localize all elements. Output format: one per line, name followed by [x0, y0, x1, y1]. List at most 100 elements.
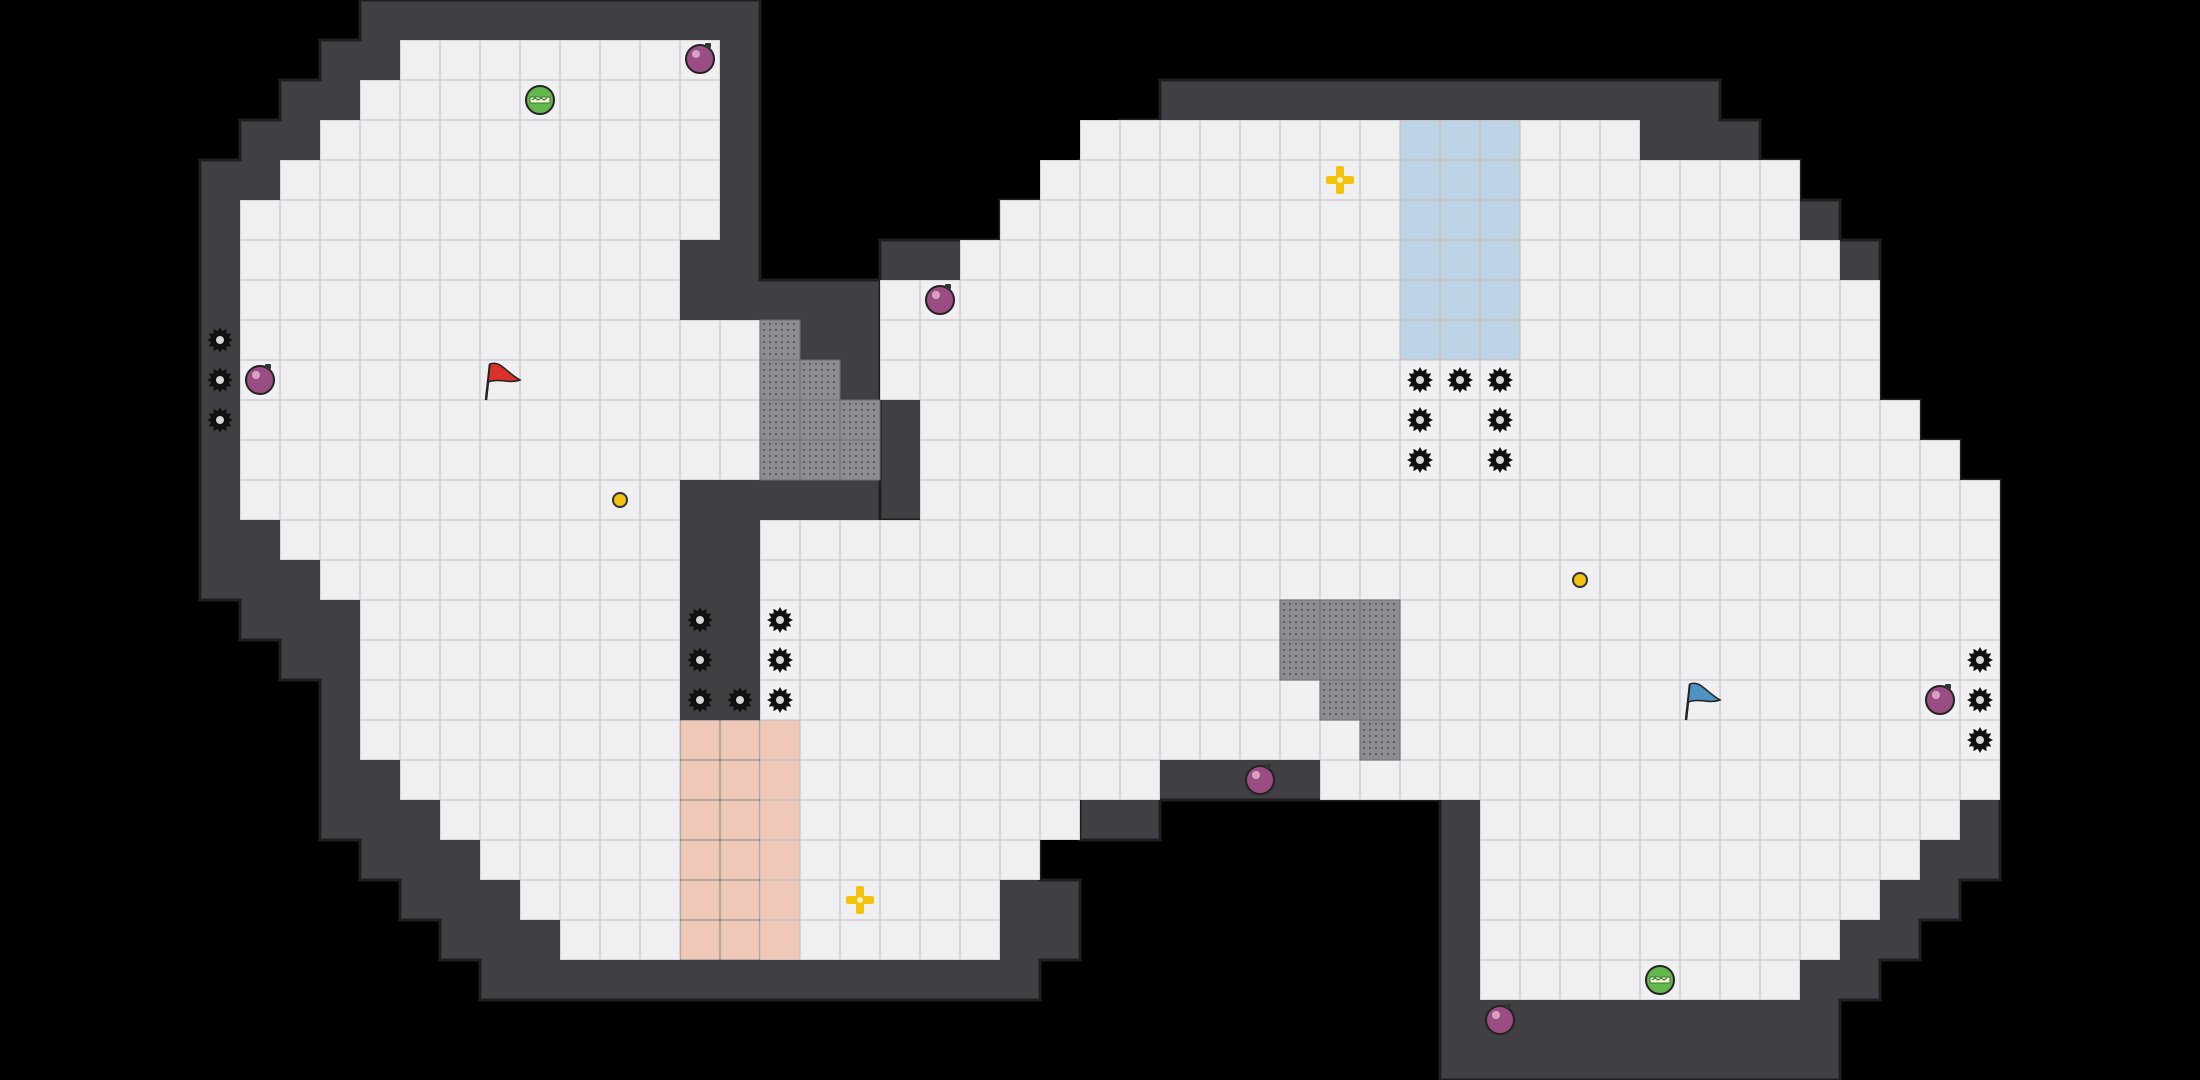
floor-tile — [1600, 240, 1640, 280]
floor-tile — [1440, 720, 1480, 760]
floor-tile — [640, 920, 680, 960]
gate-tile — [1319, 639, 1361, 681]
floor-tile — [1640, 760, 1680, 800]
floor-tile — [840, 600, 880, 640]
floor-tile — [1120, 560, 1160, 600]
floor-tile — [560, 920, 600, 960]
floor-tile — [480, 480, 520, 520]
floor-tile — [1640, 480, 1680, 520]
blue-end-zone-tile — [1480, 240, 1520, 280]
floor-tile — [920, 520, 960, 560]
floor-tile — [1720, 200, 1760, 240]
floor-tile — [1840, 560, 1880, 600]
floor-tile — [1880, 840, 1920, 880]
spike-icon — [1407, 447, 1433, 473]
floor-tile — [320, 520, 360, 560]
floor-tile — [1680, 320, 1720, 360]
floor-tile — [600, 280, 640, 320]
floor-tile — [1520, 200, 1560, 240]
blue-end-zone-tile — [1480, 120, 1520, 160]
floor-tile — [1840, 480, 1880, 520]
floor-tile — [920, 760, 960, 800]
floor-tile — [1280, 720, 1320, 760]
floor-tile — [1520, 320, 1560, 360]
floor-tile — [360, 440, 400, 480]
speed-boost-icon — [1645, 965, 1675, 995]
floor-tile — [320, 160, 360, 200]
floor-tile — [440, 640, 480, 680]
floor-tile — [400, 560, 440, 600]
floor-tile — [1760, 280, 1800, 320]
floor-tile — [1280, 520, 1320, 560]
floor-tile — [1760, 960, 1800, 1000]
floor-tile — [1080, 400, 1120, 440]
floor-tile — [1080, 520, 1120, 560]
floor-tile — [440, 680, 480, 720]
floor-tile — [640, 280, 680, 320]
floor-tile — [440, 280, 480, 320]
floor-tile — [440, 560, 480, 600]
floor-tile — [1280, 240, 1320, 280]
floor-tile — [1800, 600, 1840, 640]
floor-tile — [400, 480, 440, 520]
floor-tile — [280, 360, 320, 400]
floor-tile — [560, 280, 600, 320]
floor-tile — [1240, 360, 1280, 400]
floor-tile — [1680, 640, 1720, 680]
floor-tile — [680, 320, 720, 360]
floor-tile — [1720, 960, 1760, 1000]
floor-tile — [1280, 480, 1320, 520]
floor-tile — [1600, 160, 1640, 200]
floor-tile — [400, 240, 440, 280]
floor-tile — [520, 400, 560, 440]
floor-tile — [1760, 880, 1800, 920]
gate-tile — [1359, 719, 1401, 761]
floor-tile — [440, 80, 480, 120]
floor-tile — [440, 760, 480, 800]
floor-tile — [880, 880, 920, 920]
floor-tile — [640, 680, 680, 720]
floor-tile — [520, 600, 560, 640]
floor-tile — [960, 640, 1000, 680]
red-end-zone-tile — [720, 800, 760, 840]
floor-tile — [360, 720, 400, 760]
floor-tile — [520, 640, 560, 680]
floor-tile — [880, 680, 920, 720]
floor-tile — [1280, 680, 1320, 720]
floor-tile — [1680, 360, 1720, 400]
floor-tile — [1320, 120, 1360, 160]
floor-tile — [400, 320, 440, 360]
floor-tile — [1000, 800, 1040, 840]
floor-tile — [1080, 240, 1120, 280]
floor-tile — [1600, 880, 1640, 920]
floor-tile — [240, 280, 280, 320]
red-end-zone-tile — [760, 840, 800, 880]
floor-tile — [640, 120, 680, 160]
spike-icon — [207, 367, 233, 393]
blue-flag-icon — [1684, 682, 1722, 721]
floor-tile — [1640, 800, 1680, 840]
floor-tile — [1600, 760, 1640, 800]
spike-icon — [1407, 407, 1433, 433]
gate-tile — [799, 359, 841, 401]
floor-tile — [1600, 440, 1640, 480]
floor-tile — [440, 440, 480, 480]
floor-tile — [1600, 520, 1640, 560]
blue-end-zone-tile — [1400, 120, 1440, 160]
floor-tile — [1400, 520, 1440, 560]
floor-tile — [1360, 320, 1400, 360]
floor-tile — [840, 520, 880, 560]
floor-tile — [1600, 280, 1640, 320]
floor-tile — [240, 440, 280, 480]
floor-tile — [360, 240, 400, 280]
floor-tile — [1680, 280, 1720, 320]
floor-tile — [560, 360, 600, 400]
floor-tile — [1520, 480, 1560, 520]
floor-tile — [1720, 560, 1760, 600]
floor-tile — [1800, 280, 1840, 320]
floor-tile — [1040, 200, 1080, 240]
floor-tile — [640, 600, 680, 640]
floor-tile — [1880, 720, 1920, 760]
floor-tile — [480, 720, 520, 760]
floor-tile — [1280, 280, 1320, 320]
